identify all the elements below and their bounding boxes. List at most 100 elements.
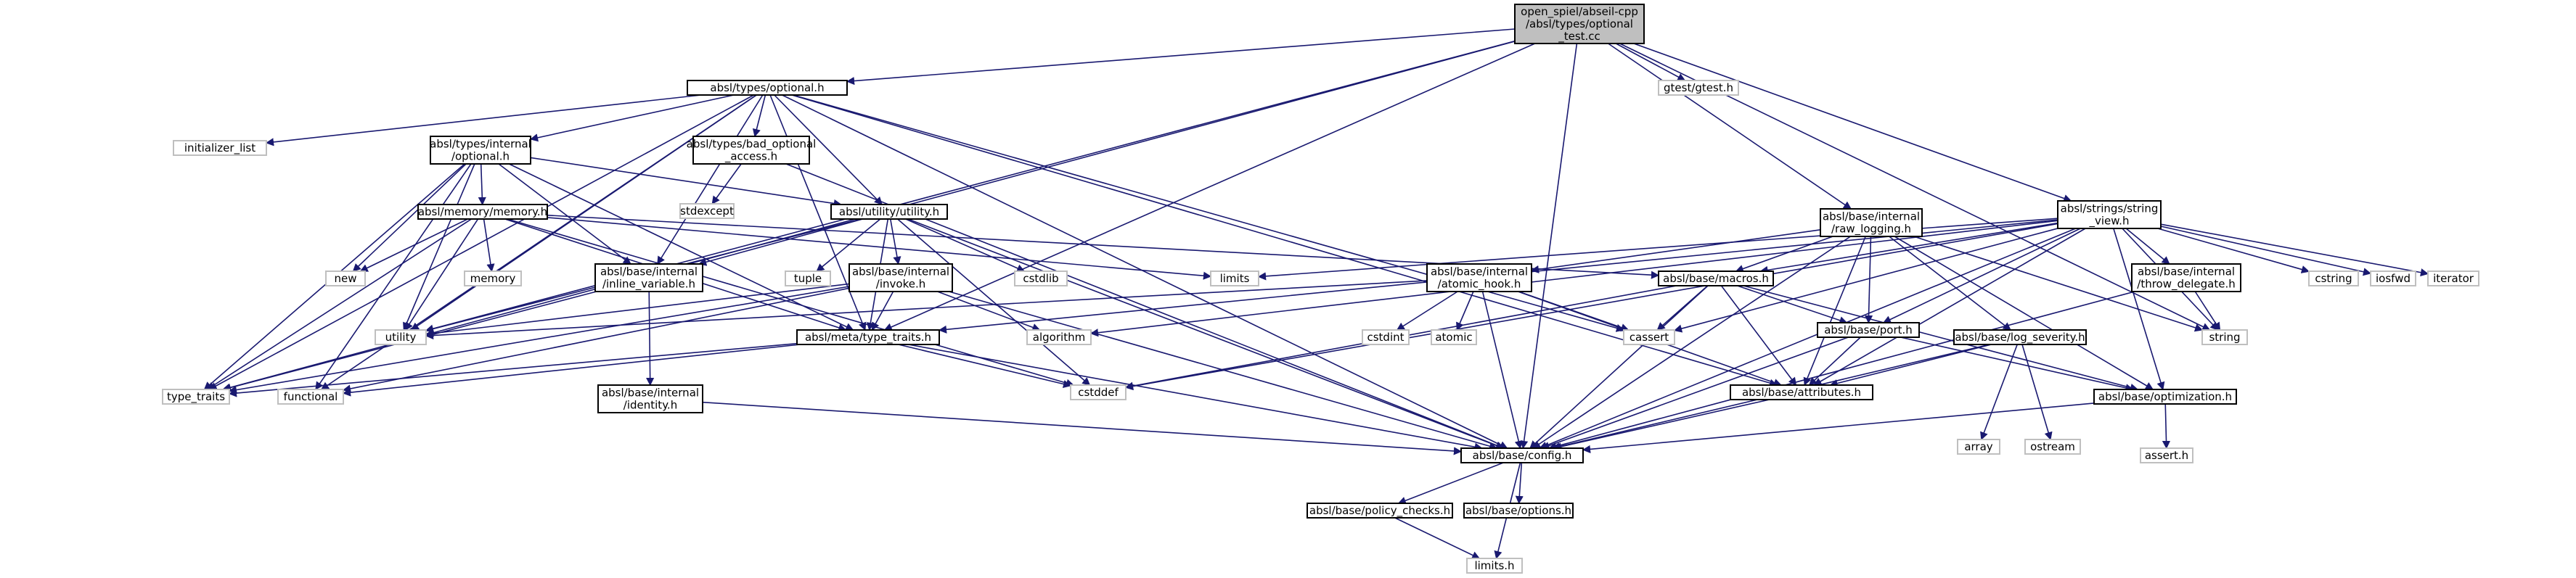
edge-internal_optional-to-new [352, 163, 467, 272]
node-config_h[interactable]: absl/base/config.h [1460, 447, 1584, 463]
node-algorithm: algorithm [1026, 329, 1092, 345]
edge-utility_h-to-config_h [907, 218, 1505, 450]
node-stdexcept: stdexcept [679, 203, 735, 219]
node-label-port_h-line-0: absl/base/port.h [1824, 323, 1913, 337]
node-log_severity[interactable]: absl/base/log_severity.h [1953, 329, 2087, 345]
node-root[interactable]: open_spiel/abseil-cpp/absl/types/optiona… [1514, 4, 1645, 44]
node-optional_h[interactable]: absl/types/optional.h [687, 80, 848, 96]
edge-optional_h-to-utility [410, 94, 757, 331]
node-box-ostream [2024, 439, 2081, 455]
node-box-optimization_h [2093, 389, 2237, 405]
node-label-limits_h-line-0: limits.h [1474, 559, 1514, 572]
edge-raw_logging-to-log_severity [1889, 236, 2011, 331]
node-box-assert_h [2140, 447, 2193, 463]
edge-raw_logging-to-config_h [1532, 236, 1851, 449]
node-box-port_h [1817, 322, 1920, 338]
edge-config_h-to-policy_checks [1397, 462, 1504, 505]
node-policy_checks[interactable]: absl/base/policy_checks.h [1307, 503, 1453, 519]
edge-bad_optional-to-stdexcept [711, 163, 742, 205]
node-label-functional-line-0: functional [284, 390, 338, 403]
edge-internal_optional-to-utility [403, 163, 475, 331]
node-raw_logging[interactable]: absl/base/internal/raw_logging.h [1820, 208, 1923, 237]
node-label-bad_optional-line-0: absl/types/bad_optional [687, 138, 817, 152]
node-label-gtest-line-0: gtest/gtest.h [1664, 81, 1733, 94]
node-label-options_h-line-0: absl/base/options.h [1465, 504, 1571, 517]
node-box-internal_optional [430, 136, 531, 165]
node-label-limits-line-0: limits [1220, 272, 1250, 285]
edge-string_view-to-cassert [1673, 228, 2058, 333]
edge-invoke-to-algorithm [937, 291, 1041, 331]
node-label-attributes_h-line-0: absl/base/attributes.h [1742, 386, 1861, 399]
node-box-options_h [1463, 503, 1574, 519]
edge-root-to-raw_logging [1608, 43, 1852, 210]
node-label-cstddef-line-0: cstddef [1078, 386, 1119, 399]
edge-root-to-config_h [1520, 43, 1578, 450]
node-label-bad_optional-line-1: _access.h [724, 150, 777, 164]
edge-root-to-optional_h [846, 28, 1516, 86]
node-utility_h[interactable]: absl/utility/utility.h [830, 204, 948, 220]
node-inline_variable[interactable]: absl/base/internal/inline_variable.h [594, 263, 703, 292]
node-box-atomic [1431, 329, 1477, 345]
edge-inline_variable-to-identity [646, 291, 655, 387]
node-memory_h[interactable]: absl/memory/memory.h [417, 204, 548, 220]
edge-type_traits_h-to-config_h [908, 344, 1483, 451]
node-box-functional [277, 389, 344, 405]
node-options_h[interactable]: absl/base/options.h [1463, 503, 1574, 519]
node-label-config_h-line-0: absl/base/config.h [1473, 449, 1572, 462]
node-internal_optional[interactable]: absl/types/internal/optional.h [430, 136, 531, 165]
node-label-ostream-line-0: ostream [2030, 440, 2075, 453]
edge-memory_h-to-type_traits [206, 218, 472, 390]
edge-log_severity-to-ostream [2021, 344, 2053, 441]
node-box-config_h [1460, 447, 1584, 463]
edge-log_severity-to-attributes_h [1829, 344, 1992, 387]
edge-string_view-to-cstddef [1124, 223, 2058, 391]
edge-root-to-utility [425, 40, 1516, 333]
nodes-layer: open_spiel/abseil-cpp/absl/types/optiona… [162, 4, 2479, 574]
node-macros_h[interactable]: absl/base/macros.h [1658, 271, 1774, 286]
node-attributes_h[interactable]: absl/base/attributes.h [1730, 384, 1873, 400]
node-atomic_hook[interactable]: absl/base/internal/atomic_hook.h [1426, 263, 1532, 292]
edge-raw_logging-to-string [1913, 236, 2204, 332]
edge-string_view-to-algorithm [1089, 220, 2058, 337]
edge-config_h-to-options_h [1515, 462, 1524, 505]
node-box-root [1514, 4, 1645, 44]
node-label-internal_optional-line-0: absl/types/internal [430, 138, 531, 151]
edge-optional_h-to-inline_variable [657, 94, 764, 265]
node-box-iterator [2427, 271, 2479, 286]
node-bad_optional[interactable]: absl/types/bad_optional_access.h [687, 136, 817, 165]
node-string_view[interactable]: absl/strings/string_view.h [2057, 200, 2162, 229]
edge-optional_h-to-utility_h [774, 94, 883, 205]
node-label-macros_h-line-0: absl/base/macros.h [1663, 272, 1769, 285]
node-type_traits_h[interactable]: absl/meta/type_traits.h [796, 329, 940, 345]
node-limits_h: limits.h [1466, 558, 1523, 574]
node-box-cstdlib [1014, 271, 1068, 286]
node-cstddef: cstddef [1070, 384, 1127, 400]
node-box-macros_h [1658, 271, 1774, 286]
node-box-memory_h [417, 204, 548, 220]
node-identity[interactable]: absl/base/internal/identity.h [597, 384, 703, 413]
node-box-attributes_h [1730, 384, 1873, 400]
node-invoke[interactable]: absl/base/internal/invoke.h [849, 263, 953, 292]
node-label-string-line-0: string [2209, 331, 2240, 344]
edge-optional_h-to-internal_optional [529, 94, 735, 142]
edge-type_traits_h-to-functional [342, 344, 801, 397]
node-box-new [325, 271, 366, 286]
node-cassert: cassert [1623, 329, 1675, 345]
node-optimization_h[interactable]: absl/base/optimization.h [2093, 389, 2237, 405]
node-box-string_view [2057, 200, 2162, 229]
edge-string_view-to-optimization_h [2113, 228, 2165, 391]
edge-optional_h-to-type_traits [208, 94, 754, 390]
edge-root-to-string_view [1633, 43, 2072, 202]
node-assert_h: assert.h [2140, 447, 2193, 463]
node-limits: limits [1210, 271, 1259, 286]
node-box-inline_variable [594, 263, 703, 292]
node-atomic: atomic [1431, 329, 1477, 345]
node-tuple: tuple [785, 271, 831, 286]
node-label-atomic-line-0: atomic [1435, 331, 1472, 344]
node-cstdint: cstdint [1362, 329, 1410, 345]
node-port_h[interactable]: absl/base/port.h [1817, 322, 1920, 338]
node-throw_delegate[interactable]: absl/base/internal/throw_delegate.h [2131, 263, 2241, 292]
node-label-identity-line-0: absl/base/internal [602, 387, 699, 400]
node-utility: utility [375, 329, 427, 345]
node-label-assert_h-line-0: assert.h [2145, 449, 2188, 462]
